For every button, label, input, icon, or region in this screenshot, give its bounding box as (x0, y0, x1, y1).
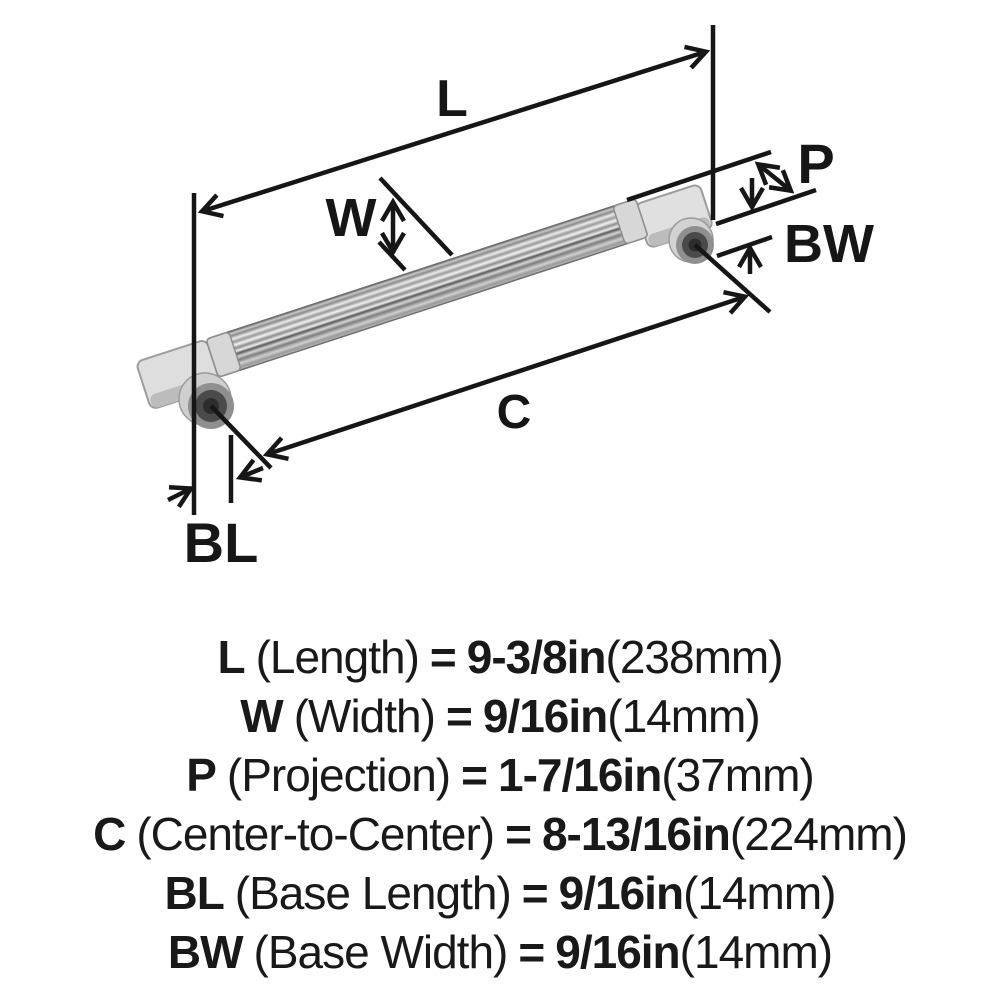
length-label: L (436, 70, 468, 128)
equals-sign: = (505, 808, 532, 860)
length-dimension-arrow (197, 44, 711, 219)
equals-sign: = (429, 631, 457, 683)
spec-abbr: W (240, 690, 283, 742)
spec-name: (Projection) (226, 749, 451, 801)
projection-dimension-arrow (754, 161, 795, 194)
spec-name: (Base Width) (253, 926, 509, 978)
spec-value: 9-3/8in (466, 631, 607, 683)
spec-value: 8-13/16in (541, 808, 731, 860)
spec-metric: (238mm) (605, 631, 784, 683)
spec-abbr: BW (167, 926, 244, 978)
base-width-bottom-extension-line (716, 234, 773, 259)
spec-line-length: L (Length) = 9-3/8in (238mm) (217, 628, 784, 687)
center-to-center-label: C (497, 386, 532, 439)
projection-bottom-extension-line (715, 187, 817, 227)
spec-value: 9/16in (482, 690, 608, 742)
spec-name: (Base Length) (234, 867, 512, 919)
center-to-center-dimension-arrow (262, 289, 750, 462)
right-screw-center-extension-line (693, 243, 772, 314)
spec-metric: (14mm) (607, 690, 760, 742)
equals-sign: = (445, 690, 473, 742)
spec-metric: (224mm) (729, 808, 908, 860)
spec-abbr: P (186, 749, 217, 801)
spec-name: (Length) (255, 631, 420, 683)
base-length-label: BL (184, 511, 259, 574)
width-label: W (326, 188, 377, 248)
left-screw-center-extension-line (209, 404, 273, 470)
spec-name: (Width) (293, 690, 436, 742)
base-width-label: BW (784, 214, 874, 274)
spec-value: 1-7/16in (498, 749, 662, 801)
spec-line-base-length: BL (Base Length) = 9/16in (14mm) (164, 864, 836, 923)
spec-line-projection: P (Projection) = 1-7/16in (37mm) (186, 746, 815, 805)
equals-sign: = (518, 926, 545, 978)
spec-value: 9/16in (555, 926, 680, 978)
equals-sign: = (461, 749, 488, 801)
spec-value: 9/16in (558, 867, 684, 919)
dimension-arrows (166, 44, 795, 509)
spec-line-base-width: BW (Base Width) = 9/16in (14mm) (167, 923, 833, 982)
spec-metric: (14mm) (683, 867, 836, 919)
spec-metric: (37mm) (661, 749, 814, 801)
handle-illustration (136, 184, 714, 429)
handle-dimension-drawing: L W P BW C BL (136, 25, 874, 574)
spec-name: (Center-to-Center) (136, 808, 495, 860)
equals-sign: = (521, 867, 549, 919)
spec-line-center-to-center: C (Center-to-Center) = 8-13/16in (224mm) (93, 805, 908, 864)
base-length-left-arrow (235, 458, 264, 483)
spec-line-width: W (Width) = 9/16in (14mm) (240, 687, 760, 746)
spec-abbr: C (93, 808, 126, 860)
projection-label: P (797, 132, 834, 195)
spec-abbr: BL (164, 867, 224, 919)
spec-abbr: L (217, 631, 245, 683)
spec-metric: (14mm) (679, 926, 833, 978)
base-length-right-arrow (166, 484, 195, 509)
spec-list: L (Length) = 9-3/8in (238mm) W (Width) =… (0, 628, 1000, 982)
